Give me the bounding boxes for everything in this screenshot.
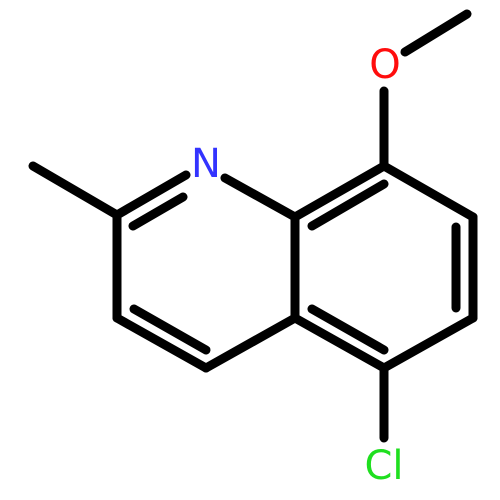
bond-c4-c4a (201, 313, 300, 373)
bond-o-methyl (400, 9, 472, 57)
chlorine-atom-label: Cl (364, 443, 403, 489)
bond-c5-c4a (290, 313, 389, 373)
bond-c8a-c8 (290, 161, 389, 222)
bond-c2-n1 (112, 170, 191, 220)
oxygen-atom-label: O (369, 42, 400, 88)
nitrogen-atom-label: N (191, 141, 221, 187)
bond-c2-n1-inner (128, 192, 188, 231)
bond-methyl-c2 (28, 161, 122, 220)
bond-c8-c7 (379, 161, 478, 222)
bond-c3-c4-inner (129, 304, 211, 355)
bond-c5-c4a-inner (307, 304, 389, 355)
bond-c6-c5 (379, 313, 478, 373)
bond-c3-c4 (112, 313, 211, 373)
bond-c8a-c8-inner (307, 179, 389, 231)
bond-n1-c8a (220, 173, 300, 222)
